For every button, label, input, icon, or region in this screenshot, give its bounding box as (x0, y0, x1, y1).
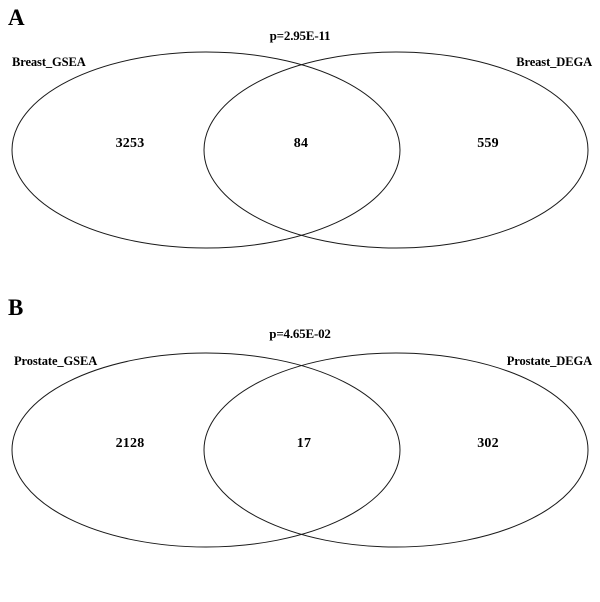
set-label-left-b: Prostate_GSEA (14, 354, 98, 368)
panel-letter-a: A (8, 5, 25, 30)
venn-ellipses-a (11, 51, 589, 249)
panel-a: A p=2.95E-11 Breast_GSEA Breast_DEGA 325… (0, 0, 600, 290)
set-label-right-a: Breast_DEGA (516, 55, 592, 69)
count-right-only-b: 302 (477, 436, 499, 451)
count-left-only-a: 3253 (115, 136, 145, 151)
venn-diagram-a: p=2.95E-11 Breast_GSEA Breast_DEGA 3253 … (0, 0, 600, 290)
pvalue-label-b: p=4.65E-02 (269, 326, 331, 341)
venn-diagram-b: p=4.65E-02 Prostate_GSEA Prostate_DEGA 2… (0, 290, 600, 602)
venn-ellipse-right-b (203, 352, 589, 548)
count-intersection-a: 84 (293, 136, 309, 151)
set-label-right-b: Prostate_DEGA (506, 354, 592, 368)
panel-b: B p=4.65E-02 Prostate_GSEA Prostate_DEGA… (0, 290, 600, 602)
venn-ellipse-right-a (203, 51, 589, 249)
count-intersection-b: 17 (296, 436, 312, 451)
venn-ellipses-b (11, 352, 589, 548)
venn-ellipse-left-b (11, 352, 401, 548)
set-label-left-a: Breast_GSEA (12, 55, 86, 69)
count-left-only-b: 2128 (115, 436, 145, 451)
count-right-only-a: 559 (477, 136, 499, 151)
panel-letter-b: B (8, 295, 24, 320)
venn-ellipse-left-a (11, 51, 401, 249)
pvalue-label-a: p=2.95E-11 (269, 28, 331, 43)
